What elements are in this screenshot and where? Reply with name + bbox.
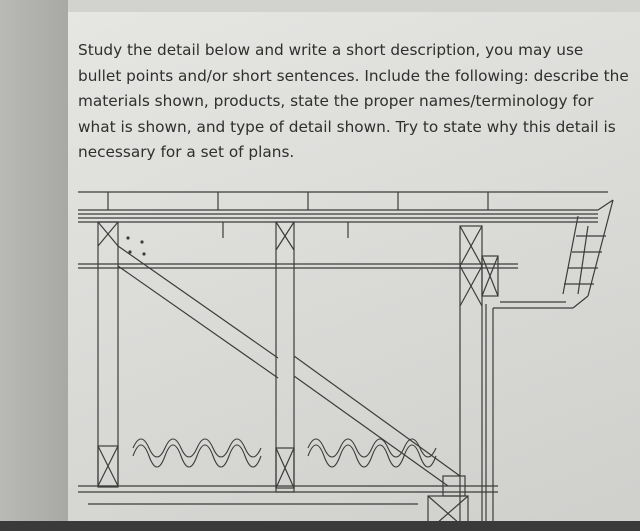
left-margin <box>0 0 68 531</box>
question-text: Study the detail below and write a short… <box>78 41 629 161</box>
batt-insulation <box>132 438 437 468</box>
question-card <box>68 0 640 531</box>
fastener-dots <box>126 236 146 256</box>
bottom-edge <box>0 521 640 531</box>
drawing-lines <box>78 191 614 531</box>
card-top-edge <box>68 0 640 12</box>
construction-detail-drawing <box>78 191 614 531</box>
